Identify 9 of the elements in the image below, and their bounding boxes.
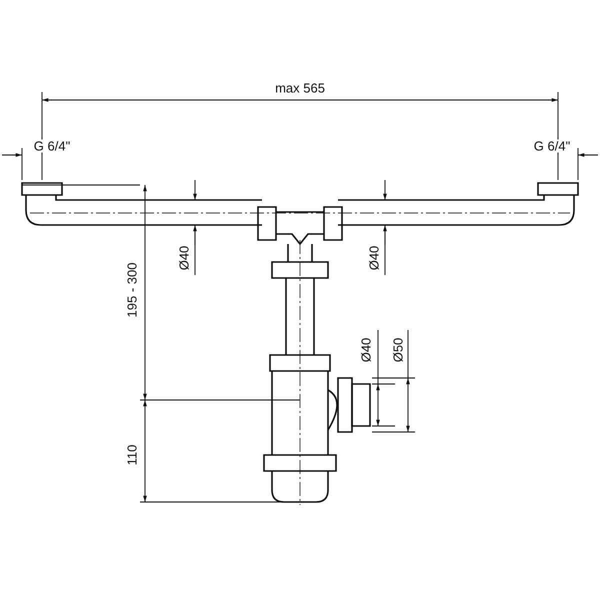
dimension-label: G 6/4"	[32, 140, 72, 152]
dimension-label: max 565	[274, 82, 326, 94]
dimension-label: Ø40	[360, 336, 372, 364]
dimension-label: 195 - 300	[126, 262, 138, 318]
dimension-label: Ø40	[368, 244, 380, 272]
dimension-label: 110	[126, 444, 138, 466]
dimension-label: Ø50	[392, 336, 404, 364]
dimension-label: G 6/4"	[532, 140, 572, 152]
dimension-label: Ø40	[178, 244, 190, 272]
